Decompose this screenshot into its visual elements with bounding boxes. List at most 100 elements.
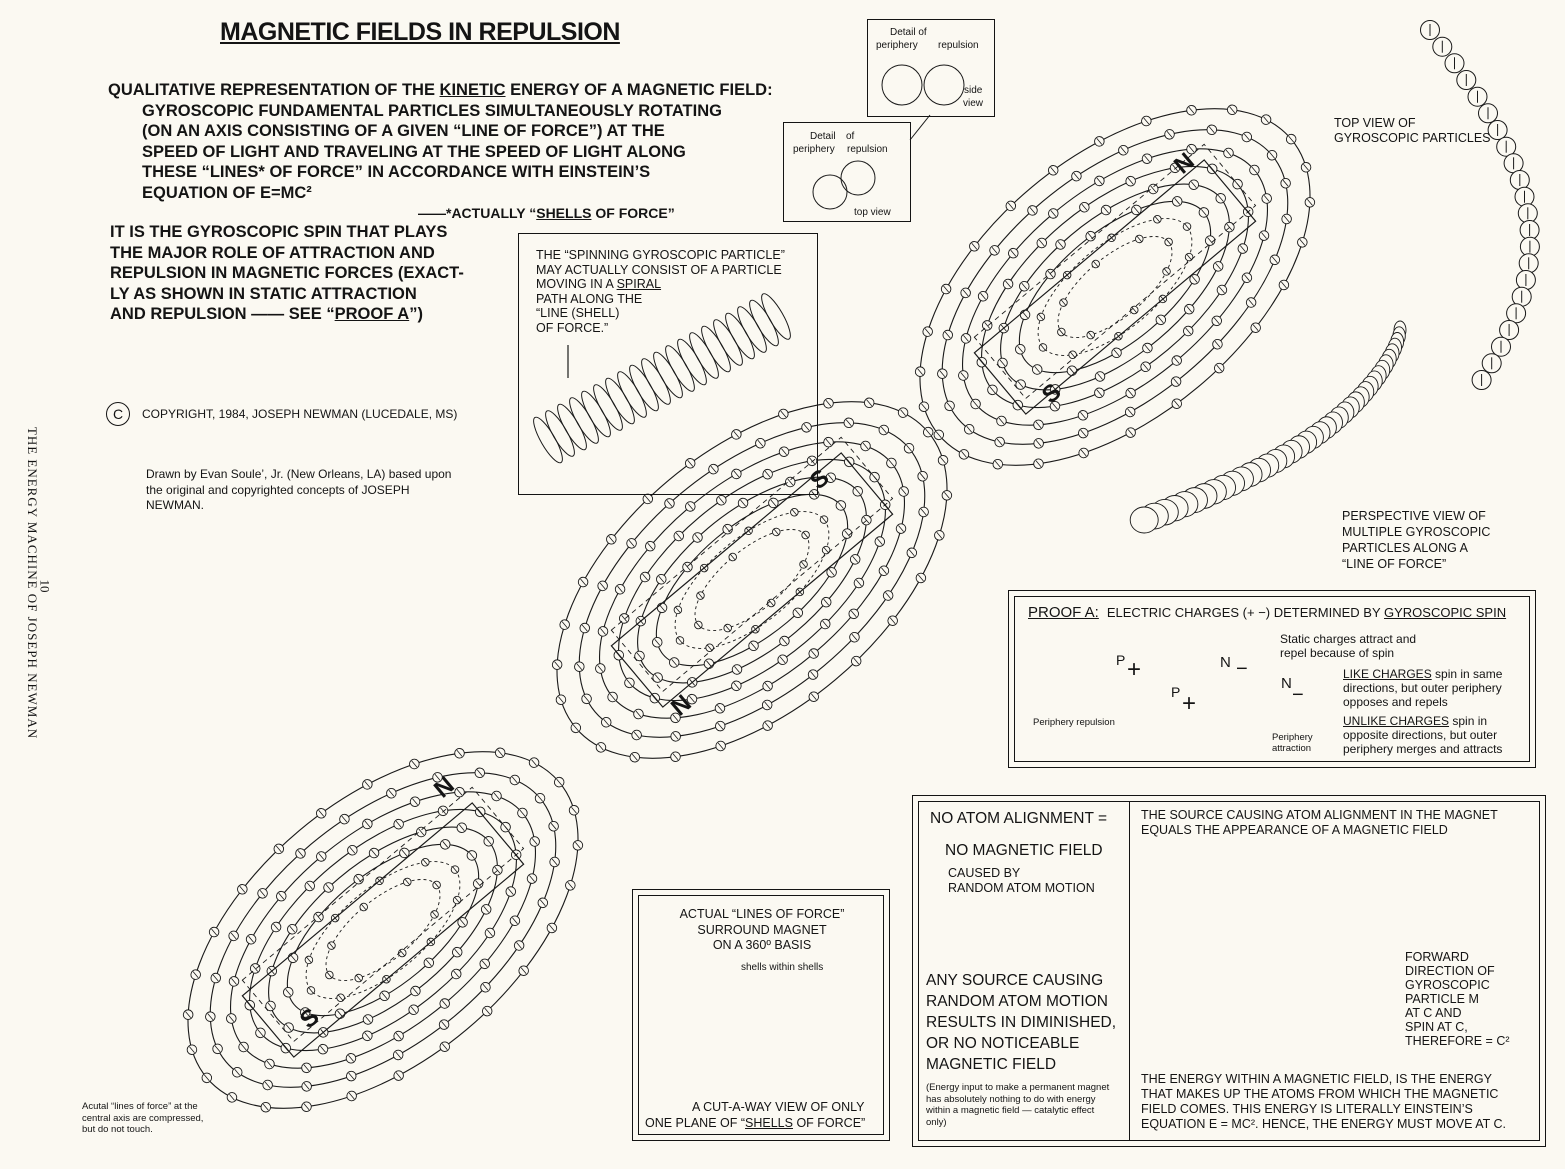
detail-particle <box>881 64 923 106</box>
top-view-label: TOP VIEW OF GYROSCOPIC PARTICLES <box>1334 116 1491 146</box>
caption-line: THE SOURCE CAUSING ATOM ALIGNMENT IN THE… <box>1141 808 1498 822</box>
note-line: opposes and repels <box>1343 695 1448 709</box>
copyright-text: COPYRIGHT, 1984, JOSEPH NEWMAN (LUCEDALE… <box>142 407 458 421</box>
detail-label: repulsion <box>847 144 888 155</box>
charge-minus-2: − <box>1292 684 1304 706</box>
detail-label: view <box>963 98 984 109</box>
perspective-view-label: PERSPECTIVE VIEW OF MULTIPLE GYROSCOPIC … <box>1342 508 1490 572</box>
charge-n-1: N <box>1220 654 1231 671</box>
caption-line: CAUSED BY <box>948 866 1021 880</box>
forward-direction-caption: FORWARD DIRECTION OF GYROSCOPIC PARTICLE… <box>1405 950 1510 1048</box>
proof-a-box <box>1008 590 1536 768</box>
intro-line: THESE “LINES* OF FORCE” IN ACCORDANCE WI… <box>142 163 651 181</box>
detail-label: top view <box>854 207 891 218</box>
lines-of-force-caption: ACTUAL “LINES OF FORCE” SURROUND MAGNET … <box>662 907 862 954</box>
proof-like-charges: LIKE CHARGES spin in same directions, bu… <box>1343 667 1503 709</box>
detail-label: Detail of <box>890 27 927 38</box>
bar-magnet <box>241 802 525 1058</box>
result-line: RANDOM ATOM MOTION <box>926 993 1108 1010</box>
field-line <box>187 751 579 1109</box>
magnet-3-field <box>182 747 584 1113</box>
caption-line: FIELD COMES. THIS ENERGY IS LITERALLY EI… <box>1141 1102 1473 1116</box>
label-line: attraction <box>1272 743 1312 754</box>
note-line: repel because of spin <box>1280 646 1395 660</box>
atom-alignment-box <box>912 795 1546 1147</box>
label-line: GYROSCOPIC PARTICLES <box>1334 131 1491 145</box>
copyright-icon: C <box>106 402 130 426</box>
caption-line: RANDOM ATOM MOTION <box>948 880 1095 895</box>
magnet-1-field <box>914 104 1316 470</box>
detail-label: periphery <box>793 144 835 155</box>
gyro-line: IT IS THE GYROSCOPIC SPIN THAT PLAYS <box>110 223 448 241</box>
charge-minus-1: − <box>1236 658 1248 680</box>
caption-line: OF FORCE.” <box>536 320 609 335</box>
one-plane-caption: ONE PLANE OF “SHELLS OF FORCE” <box>645 1116 866 1130</box>
field-line <box>981 165 1249 409</box>
label-line: PERSPECTIVE VIEW OF <box>1342 509 1486 523</box>
charge-p-2: P <box>1171 684 1181 700</box>
detail-label: repulsion <box>938 40 979 51</box>
einstein-caption: THE ENERGY WITHIN A MAGNETIC FIELD, IS T… <box>1141 1072 1506 1132</box>
caption-line: DIRECTION OF <box>1405 964 1495 978</box>
field-line <box>941 129 1289 445</box>
label-line: PARTICLES ALONG A <box>1342 541 1468 555</box>
note-line: central axis are compressed, <box>82 1112 204 1124</box>
result-line: ANY SOURCE CAUSING <box>926 972 1104 989</box>
perspective-particle <box>1129 506 1159 534</box>
caption-line: MOVING IN A SPIRAL <box>536 277 662 291</box>
note-line: directions, but outer periphery <box>1343 681 1502 695</box>
note-line: Acutal “lines of force” at the <box>82 1101 198 1112</box>
spiral-particle-caption: THE “SPINNING GYROSCOPIC PARTICLE” MAY A… <box>536 248 816 335</box>
detail-side-view-box: Detail of periphery repulsion side view <box>867 19 995 117</box>
intro-paragraph: QUALITATIVE REPRESENTATION OF THE KINETI… <box>108 80 773 224</box>
proof-a-header: PROOF A:ELECTRIC CHARGES (+ −) DETERMINE… <box>1028 604 1507 621</box>
periphery-attraction-label: Periphery attraction <box>1272 732 1313 754</box>
bar-magnet <box>973 159 1257 415</box>
caption-line: ACTUAL “LINES OF FORCE” <box>679 907 845 921</box>
no-magnetic-field: NO MAGNETIC FIELD <box>945 842 1103 859</box>
gyro-paragraph: IT IS THE GYROSCOPIC SPIN THAT PLAYS THE… <box>110 222 510 325</box>
periphery-repulsion-label: Periphery repulsion <box>1033 717 1115 728</box>
proof-a-label: PROOF A: <box>1028 604 1099 621</box>
field-line <box>209 772 557 1088</box>
field-line <box>249 808 517 1052</box>
shells-within-shells-label: shells within shells <box>741 962 824 973</box>
label-line: MULTIPLE GYROSCOPIC <box>1342 525 1491 539</box>
pointer-line <box>909 114 931 141</box>
charge-plus-2: + <box>1182 690 1197 717</box>
magnet-2-field <box>551 397 953 763</box>
detail-particle <box>923 64 965 106</box>
label-line: “LINE OF FORCE” <box>1342 557 1447 571</box>
gyro-line: LY AS SHOWN IN STATIC ATTRACTION <box>110 284 417 303</box>
compressed-lines-note: Acutal “lines of force” at the central a… <box>82 1101 203 1136</box>
gyro-line: THE MAJOR ROLE OF ATTRACTION AND <box>110 243 435 262</box>
no-atom-alignment: NO ATOM ALIGNMENT = <box>930 810 1108 827</box>
result-line: RESULTS IN DIMINISHED, <box>926 1014 1117 1031</box>
spiral-particle-box <box>518 233 818 495</box>
label-line: TOP VIEW OF <box>1334 116 1416 130</box>
intro-line: SPEED OF LIGHT AND TRAVELING AT THE SPEE… <box>142 142 686 161</box>
page-number: 10 <box>37 579 53 593</box>
spiral-coil <box>761 293 791 340</box>
note-line: but do not touch. <box>82 1124 153 1135</box>
caption-line: EQUATION E = MC². HENCE, THE ENERGY MUST… <box>1141 1117 1506 1131</box>
detail-label: of <box>846 131 855 142</box>
caption-line: FORWARD <box>1405 950 1469 964</box>
charge-plus-1: + <box>1127 656 1142 683</box>
caption-line: THEREFORE = C² <box>1405 1034 1510 1048</box>
caption-line: SPIN AT C, <box>1405 1020 1468 1034</box>
intro-line: (ON AN AXIS CONSISTING OF A GIVEN “LINE … <box>142 122 665 140</box>
caption-line: AT C AND <box>1405 1006 1462 1020</box>
caption-line: THE ENERGY WITHIN A MAGNETIC FIELD, IS T… <box>1141 1072 1492 1086</box>
bar-magnet <box>610 452 894 708</box>
gyro-line-last: AND REPULSION —— SEE “PROOF A”) <box>110 305 423 323</box>
caption-line: THAT MAKES UP THE ATOMS FROM WHICH THE M… <box>1141 1087 1499 1101</box>
lines-of-force-box <box>632 889 890 1141</box>
caption-line: ON A 360º BASIS <box>712 938 812 952</box>
caption-line: “LINE (SHELL) <box>536 306 620 320</box>
charge-n-2: N <box>1281 675 1292 692</box>
page-title: MAGNETIC FIELDS IN REPULSION <box>220 18 620 46</box>
caption-line: PATH ALONG THE <box>536 291 643 306</box>
caption-line: SURROUND MAGNET <box>697 922 827 937</box>
